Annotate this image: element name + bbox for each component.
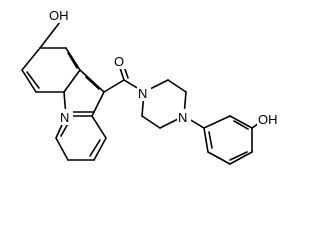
hydroxyl-right-label: OH [258,112,278,127]
piperazine-n1-label: N [138,86,147,101]
carbonyl-oxygen-label: O [114,54,124,69]
acridine-top-ring [21,21,81,93]
acridine-central-ring [63,69,105,117]
hydroxyphenyl-ring [183,115,263,165]
piperazine-n4-label: N [178,110,187,125]
structure-diagram: OH O N N N OH [21,8,278,165]
acridine-nitrogen-label: N [60,110,69,125]
hydroxyl-top-label: OH [49,8,69,23]
molecule-structure: OH O N N N OH [21,8,278,165]
